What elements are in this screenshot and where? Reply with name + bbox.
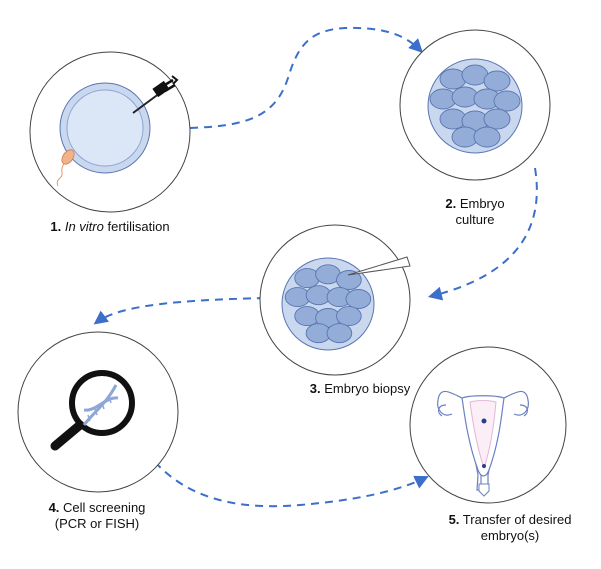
sperm-icon (56, 149, 75, 187)
step-2-circle (399, 29, 551, 181)
step-4-label: 4. Cell screening (PCR or FISH) (48, 500, 146, 531)
embryo-cell (483, 70, 511, 92)
step-5-circle (409, 346, 567, 504)
step-5-label: 5. Transfer of desired embryo(s) (448, 512, 572, 543)
arrow-3-to-4 (93, 297, 266, 325)
step-4-circle (17, 331, 179, 493)
arrow-4-to-5 (154, 461, 429, 508)
uterus-icon (437, 390, 529, 497)
oocyte (59, 82, 151, 174)
embryo-biopsy (281, 257, 375, 351)
step-1-circle (29, 51, 191, 213)
step-1-label: 1. In vitro fertilisation (50, 219, 170, 234)
arrow-1-to-2 (189, 26, 423, 129)
biopsy-needle-icon (347, 256, 411, 276)
embryo-cell (493, 90, 521, 112)
embryo-cell (483, 108, 511, 130)
step-2-label: 2. Embryo culture (445, 196, 505, 227)
pipette-icon (132, 75, 179, 114)
embryo-cell (326, 323, 353, 344)
dna-icon (82, 384, 119, 426)
embryo-cell (345, 289, 372, 309)
embryo-culture (427, 58, 523, 154)
step-3-label: 3. Embryo biopsy (309, 381, 411, 396)
embryo-cell (473, 126, 501, 148)
embryo-cell (336, 306, 362, 327)
step-3-circle (259, 224, 411, 376)
process-arrows (93, 26, 538, 508)
arrow-2-to-3 (427, 167, 538, 301)
embryo-cell (336, 270, 362, 290)
